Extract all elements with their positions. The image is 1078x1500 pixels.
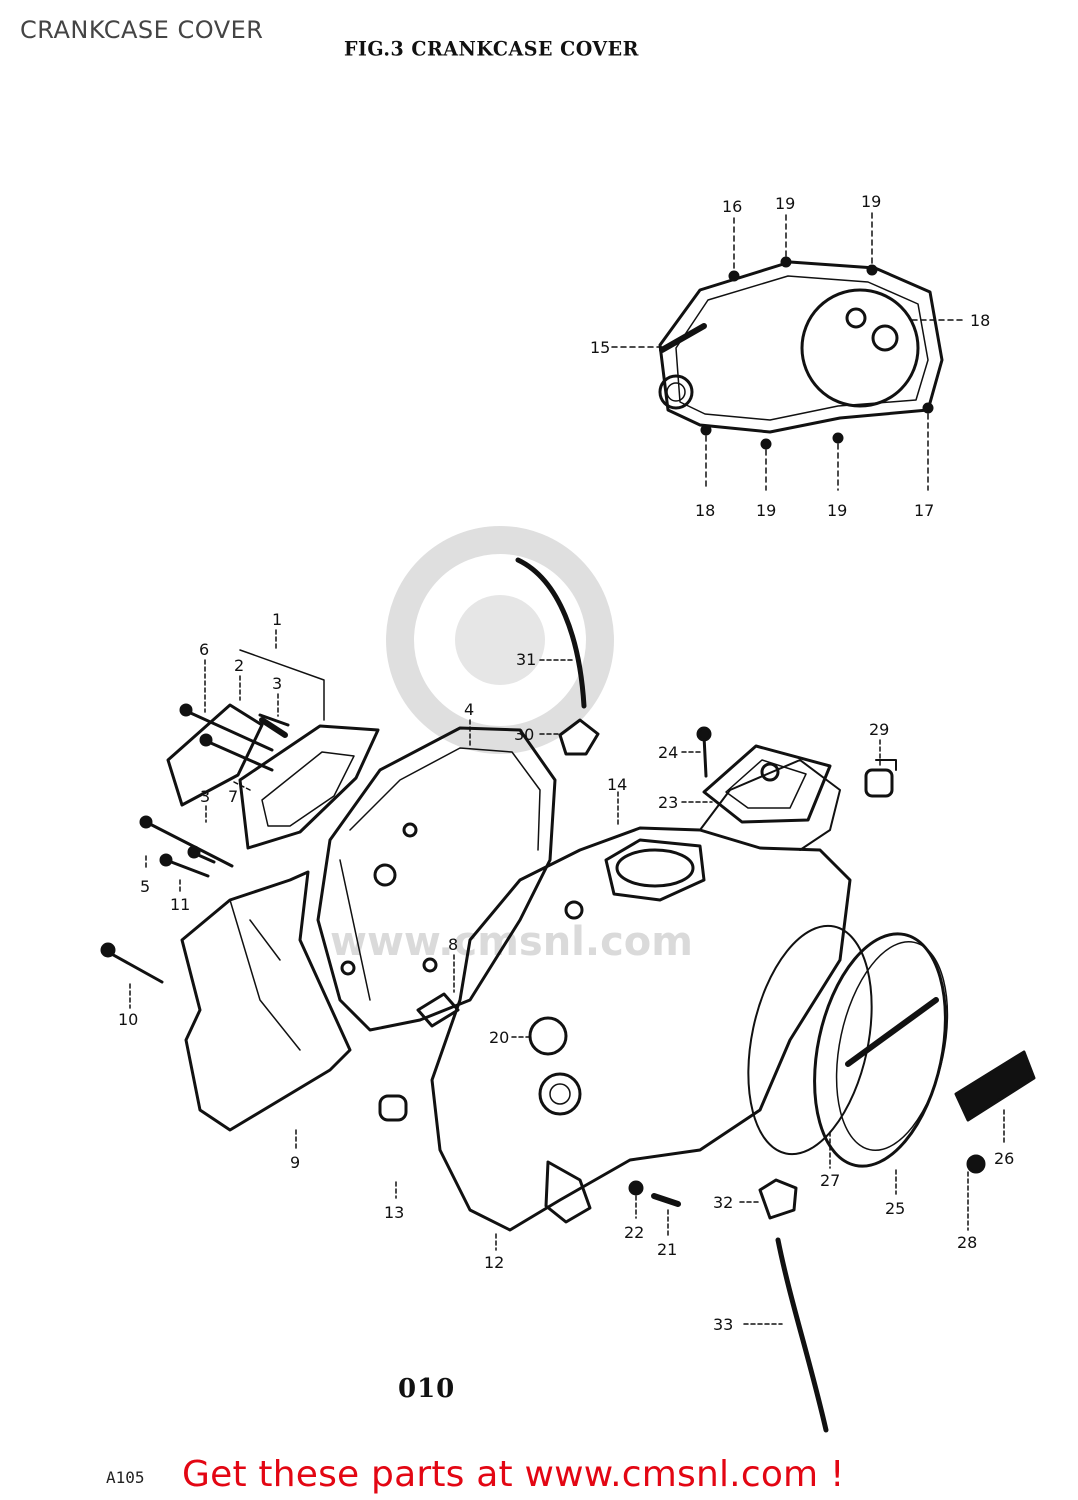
washer-22: [628, 1180, 644, 1196]
inspection-plate-23: [702, 744, 832, 824]
leader-lines-lower: [129, 659, 1005, 1325]
callout-3: 3: [200, 787, 210, 806]
callout-19: 19: [861, 192, 881, 211]
tube-33: [775, 1237, 829, 1433]
callout-28: 28: [957, 1233, 977, 1252]
figure-corner-code: A105: [106, 1468, 145, 1487]
cap-32: [758, 1178, 798, 1220]
callout-18: 18: [970, 311, 990, 330]
crankcase-cover-upper: [658, 256, 944, 450]
callout-19: 19: [827, 501, 847, 520]
plug-29: [864, 759, 897, 798]
callout-13: 13: [384, 1203, 404, 1222]
bracket-1: [239, 629, 325, 721]
cap-30: [558, 718, 600, 756]
callout-15: 15: [590, 338, 610, 357]
callout-19: 19: [775, 194, 795, 213]
bolt-24: [702, 734, 708, 778]
callout-6: 6: [199, 640, 209, 659]
callout-27: 27: [820, 1171, 840, 1190]
figure-title: FIG.3 CRANKCASE COVER: [344, 37, 639, 61]
callout-17: 17: [914, 501, 934, 520]
callout-19: 19: [756, 501, 776, 520]
callout-25: 25: [885, 1199, 905, 1218]
clutch-cover-25: [747, 924, 949, 1168]
callout-20: 20: [489, 1028, 509, 1047]
callout-23: 23: [658, 793, 678, 812]
callout-18: 18: [695, 501, 715, 520]
emblem-26: [954, 1050, 1036, 1122]
bush-13: [378, 1094, 408, 1122]
callout-9: 9: [290, 1153, 300, 1172]
main-crankcase-cover-12: [430, 759, 852, 1232]
callout-31: 31: [516, 650, 536, 669]
callout-5: 5: [140, 877, 150, 896]
callout-12: 12: [484, 1253, 504, 1272]
callout-22: 22: [624, 1223, 644, 1242]
gasket-ring: [238, 724, 380, 850]
watermark-text: www.cmsnl.com: [330, 919, 693, 965]
promo-link[interactable]: Get these parts at www.cmsnl.com !: [182, 1454, 845, 1495]
magneto-housing-4: [316, 726, 557, 1032]
callout-1: 1: [272, 610, 282, 629]
callout-32: 32: [713, 1193, 733, 1212]
callout-2: 2: [234, 656, 244, 675]
callout-24: 24: [658, 743, 678, 762]
callout-11: 11: [170, 895, 190, 914]
callout-21: 21: [657, 1240, 677, 1259]
callout-29: 29: [869, 720, 889, 739]
callout-33: 33: [713, 1315, 733, 1334]
figure-page-number: 010: [398, 1374, 456, 1404]
screw-28: [966, 1154, 986, 1174]
callout-7: 7: [228, 787, 238, 806]
callout-26: 26: [994, 1149, 1014, 1168]
bolts-left: [100, 815, 234, 984]
callout-14: 14: [607, 775, 627, 794]
callout-16: 16: [722, 197, 742, 216]
outer-cover-9: [180, 870, 352, 1132]
callout-30: 30: [514, 725, 534, 744]
watermark: www.cmsnl.com: [330, 526, 693, 965]
callout-10: 10: [118, 1010, 138, 1029]
bolt-21: [651, 1193, 681, 1207]
leader-lines-upper: [611, 212, 967, 491]
page-title: CRANKCASE COVER: [20, 16, 264, 44]
callout-8: 8: [448, 935, 458, 954]
callout-4: 4: [464, 700, 474, 719]
callout-labels: 16 19 19 18 15 18 19 19 17 1 6 2 3 4 31 …: [118, 192, 1014, 1334]
callout-3: 3: [272, 674, 282, 693]
tube-31: [515, 557, 587, 709]
